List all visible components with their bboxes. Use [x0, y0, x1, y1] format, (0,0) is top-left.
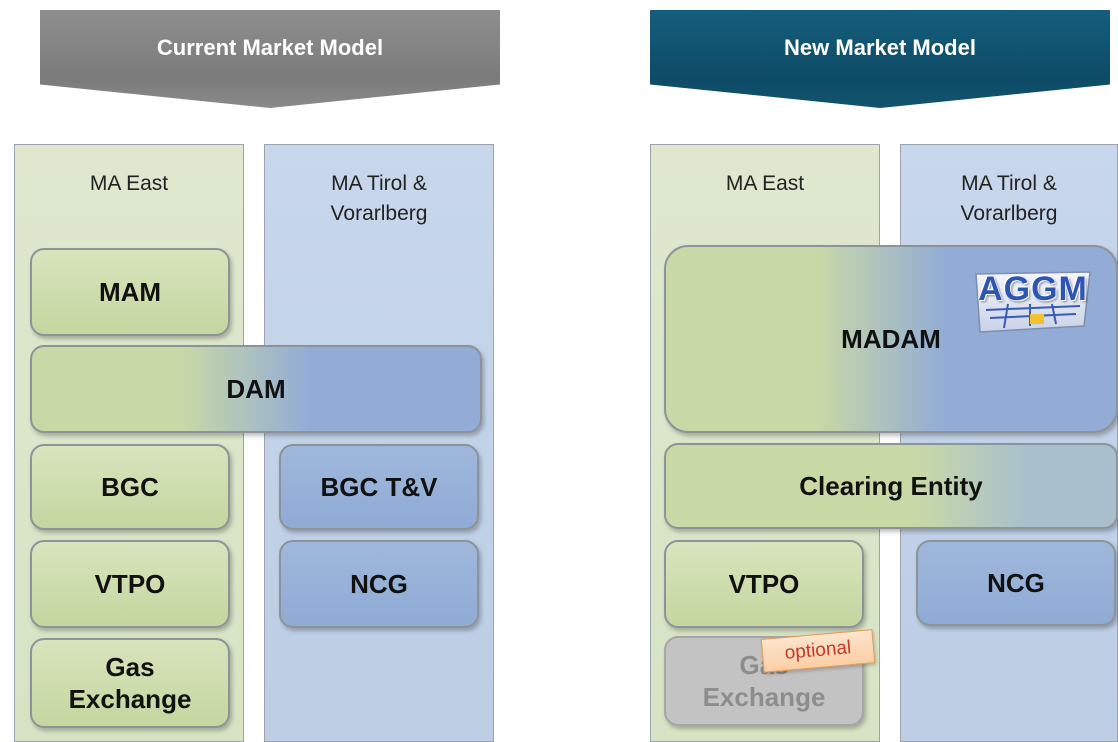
madam-label: MADAM: [841, 324, 941, 354]
aggm-logo-graphic: [975, 271, 1091, 333]
vtpo-box-new: VTPO: [664, 540, 864, 628]
new-market-model-title: New Market Model: [784, 35, 976, 60]
vtpo-label-new: VTPO: [728, 569, 800, 599]
current-ma-tirol-column: MA Tirol & Vorarlberg: [264, 144, 494, 742]
vtpo-box-current: VTPO: [30, 540, 230, 628]
aggm-logo-text: AGGM: [978, 270, 1088, 308]
dam-box: DAM: [30, 345, 482, 433]
mam-box: MAM: [30, 248, 230, 336]
clearing-entity-label: Clearing Entity: [799, 471, 983, 501]
new-ma-tirol-label: MA Tirol & Vorarlberg: [960, 172, 1058, 225]
mam-label: MAM: [98, 277, 162, 307]
gas-exchange-label-current: Gas Exchange: [68, 652, 192, 714]
clearing-entity-box: Clearing Entity: [664, 443, 1118, 529]
ncg-box-new: NCG: [916, 540, 1116, 626]
bgc-tv-box: BGC T&V: [279, 444, 479, 530]
vtpo-label-current: VTPO: [94, 569, 166, 599]
aggm-logo: AGGM: [968, 266, 1098, 338]
ncg-label-new: NCG: [987, 568, 1045, 598]
current-market-model-title: Current Market Model: [156, 35, 384, 60]
new-market-model-header: New Market Model: [650, 10, 1110, 108]
new-ma-east-label: MA East: [725, 172, 805, 195]
dam-label: DAM: [226, 374, 286, 404]
current-ma-east-label: MA East: [89, 172, 169, 195]
bgc-box: BGC: [30, 444, 230, 530]
ncg-label-current: NCG: [350, 569, 408, 599]
current-ma-tirol-label: MA Tirol & Vorarlberg: [330, 172, 428, 225]
bgc-tv-label: BGC T&V: [320, 472, 438, 502]
gas-exchange-box-current: Gas Exchange: [30, 638, 230, 728]
current-market-model-header: Current Market Model: [40, 10, 500, 108]
optional-tag-label: optional: [783, 637, 853, 664]
ncg-box-current: NCG: [279, 540, 479, 628]
bgc-label: BGC: [101, 472, 159, 502]
